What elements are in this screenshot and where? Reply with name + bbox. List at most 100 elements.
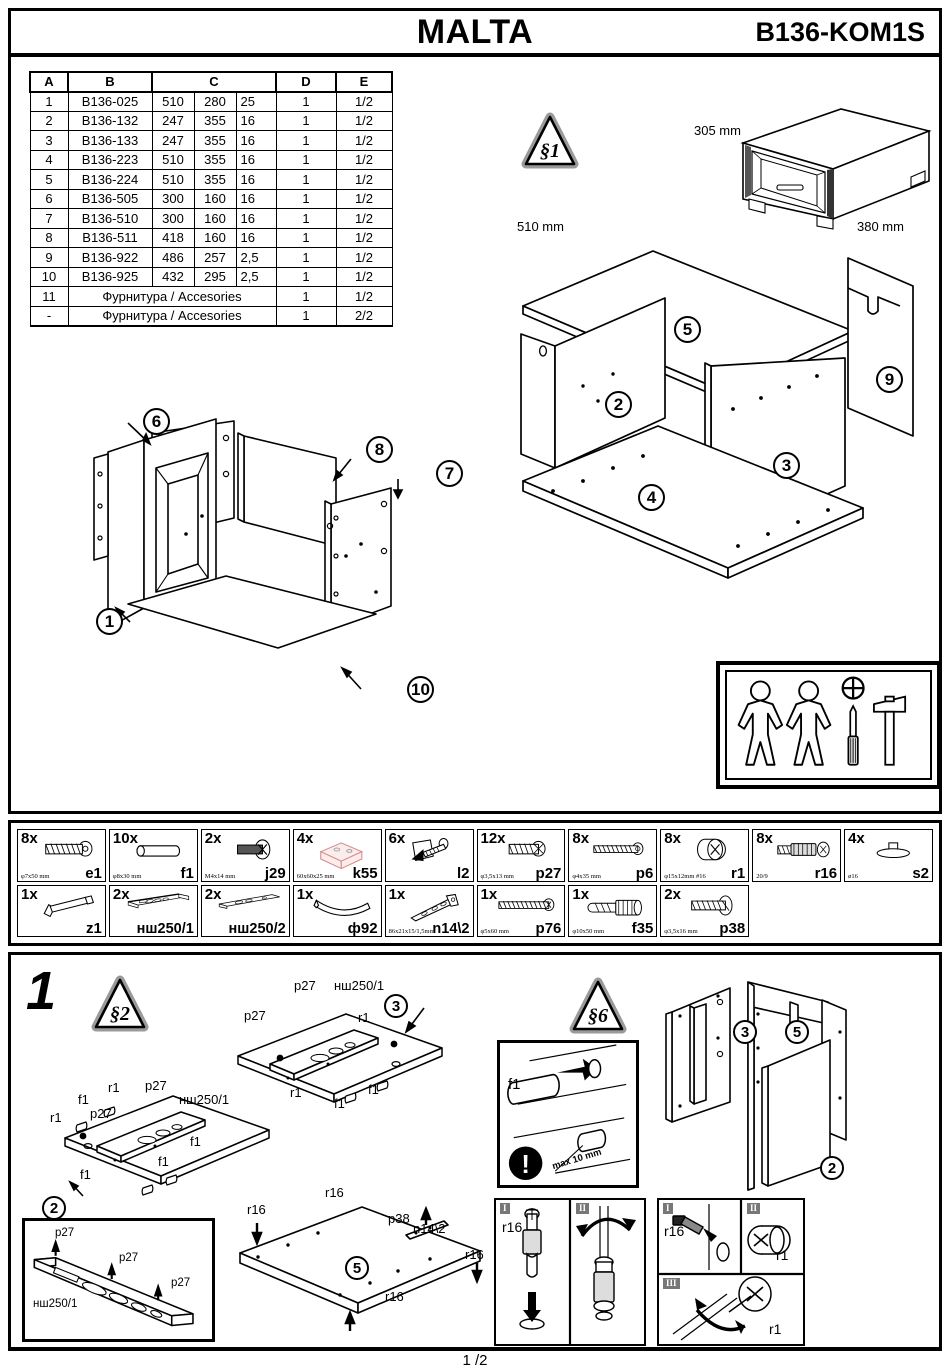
hardware-item: 2x нш250/1 xyxy=(108,884,198,937)
table-cell: - xyxy=(29,305,69,327)
label-r16-d: r16 xyxy=(385,1289,404,1304)
hardware-quantity: 2x xyxy=(112,885,130,903)
wood-screw-icon xyxy=(569,830,656,881)
table-cell: 1/2 xyxy=(335,169,393,190)
drawer-slide-b-icon xyxy=(202,886,289,937)
flat-head-screw-icon xyxy=(661,886,748,937)
hardware-spec: φ3,5x13 mm xyxy=(480,872,514,880)
table-cell: 355 xyxy=(193,169,237,190)
table-cell: 1 xyxy=(275,91,337,112)
table-cell-accessories: Фурнитура / Accesories xyxy=(67,305,277,327)
table-cell: 16 xyxy=(235,208,277,229)
step-number: 1 xyxy=(26,961,57,1021)
callout-9: 9 xyxy=(876,366,903,393)
callout-side-3: 3 xyxy=(733,1020,757,1044)
label-r1-d: r1 xyxy=(290,1085,302,1100)
table-cell: 1 xyxy=(275,227,337,248)
table-cell: 2,5 xyxy=(235,266,277,287)
table-cell: 1/2 xyxy=(335,130,393,151)
hardware-quantity: 1x xyxy=(296,885,314,903)
callout-8: 8 xyxy=(366,436,393,463)
svg-text:§2: §2 xyxy=(110,1003,130,1025)
callout-6: 6 xyxy=(143,408,170,435)
hardware-quantity: 1x xyxy=(21,885,38,903)
hardware-quantity: 1x xyxy=(480,885,498,903)
hardware-code: нш250/2 xyxy=(228,921,286,937)
table-cell: 2,5 xyxy=(235,247,277,268)
hardware-spec: M4x14 mm xyxy=(204,872,236,880)
drawer-slide-a-icon xyxy=(110,886,197,937)
table-cell: 1/2 xyxy=(335,247,393,268)
hardware-spec: 60x60x25 mm xyxy=(296,872,335,880)
hardware-code: n14\2 xyxy=(432,921,470,937)
svg-text:!: ! xyxy=(521,1151,530,1179)
table-cell: 5 xyxy=(29,169,69,190)
table-cell: 1/2 xyxy=(335,286,393,307)
col-header-b: B xyxy=(67,71,153,93)
inset-label-r1-b: r1 xyxy=(769,1321,782,1337)
dimension-height: 305 mm xyxy=(694,123,741,138)
roman-numeral-i: I xyxy=(500,1203,510,1214)
table-cell: 300 xyxy=(151,208,195,229)
hardware-spec: 86x21x15/1,5mm xyxy=(388,928,435,935)
table-cell: B136-224 xyxy=(67,169,153,190)
hardware-code: s2 xyxy=(912,864,929,882)
cam-lock-icon xyxy=(661,830,748,881)
hardware-quantity: 6x xyxy=(388,830,406,847)
wall-anchor-icon xyxy=(569,886,656,937)
table-cell: 16 xyxy=(235,130,277,151)
machine-screw-icon xyxy=(202,830,289,881)
callout-7: 7 xyxy=(436,460,463,487)
hardware-quantity: 8x xyxy=(756,830,773,847)
table-cell: 9 xyxy=(29,247,69,268)
inset-label-p27-c: p27 xyxy=(171,1277,191,1289)
table-cell: 1 xyxy=(275,208,337,229)
hardware-code: l2 xyxy=(456,864,470,882)
hardware-item: 6x l2 xyxy=(384,829,474,882)
hardware-quantity: 4x xyxy=(296,830,314,847)
dowel-depth-inset: ! max 10 mm f1 xyxy=(497,1040,639,1188)
corner-bracket-icon xyxy=(386,830,473,881)
angle-bracket-icon xyxy=(386,886,473,937)
table-cell: 1/2 xyxy=(335,227,393,248)
callout-2: 2 xyxy=(605,391,632,418)
hardware-code: f1 xyxy=(180,864,194,882)
hardware-spec: φ3,5x16 mm xyxy=(664,928,698,935)
dimension-depth: 380 mm xyxy=(857,219,904,234)
roman-numeral-iii: III xyxy=(663,1278,680,1289)
hardware-code: z1 xyxy=(86,920,102,937)
table-cell: B136-510 xyxy=(67,208,153,229)
label-n14-2: n14\2 xyxy=(413,1221,446,1236)
hardware-quantity: 1x xyxy=(388,885,406,903)
table-cell: 160 xyxy=(193,188,237,209)
warning-triangle-s2: §2 xyxy=(84,972,156,1034)
label-r16-b: r16 xyxy=(325,1185,344,1200)
label-p38: p38 xyxy=(388,1211,410,1226)
inset-label-r1-a: r1 xyxy=(776,1247,789,1263)
hardware-code: j29 xyxy=(264,864,286,882)
roman-numeral-ii: II xyxy=(576,1203,590,1214)
inset-label-p27-a: p27 xyxy=(55,1227,75,1239)
col-header-c: C xyxy=(151,71,277,93)
svg-text:max 10 mm: max 10 mm xyxy=(551,1147,603,1171)
hardware-quantity: 1x xyxy=(572,885,590,903)
table-cell: 418 xyxy=(151,227,195,248)
table-cell: B136-133 xyxy=(67,130,153,151)
hardware-code: нш250/1 xyxy=(136,921,194,937)
table-cell: 1 xyxy=(275,130,337,151)
cam-lock-detail-inset: I II III r16 r1 r1 xyxy=(657,1198,805,1346)
hardware-quantity: 8x xyxy=(572,830,590,847)
handle-icon xyxy=(294,886,381,937)
table-cell-accessories: Фурнитура / Accesories xyxy=(67,286,277,307)
hardware-spec: φ8x30 mm xyxy=(112,872,142,880)
